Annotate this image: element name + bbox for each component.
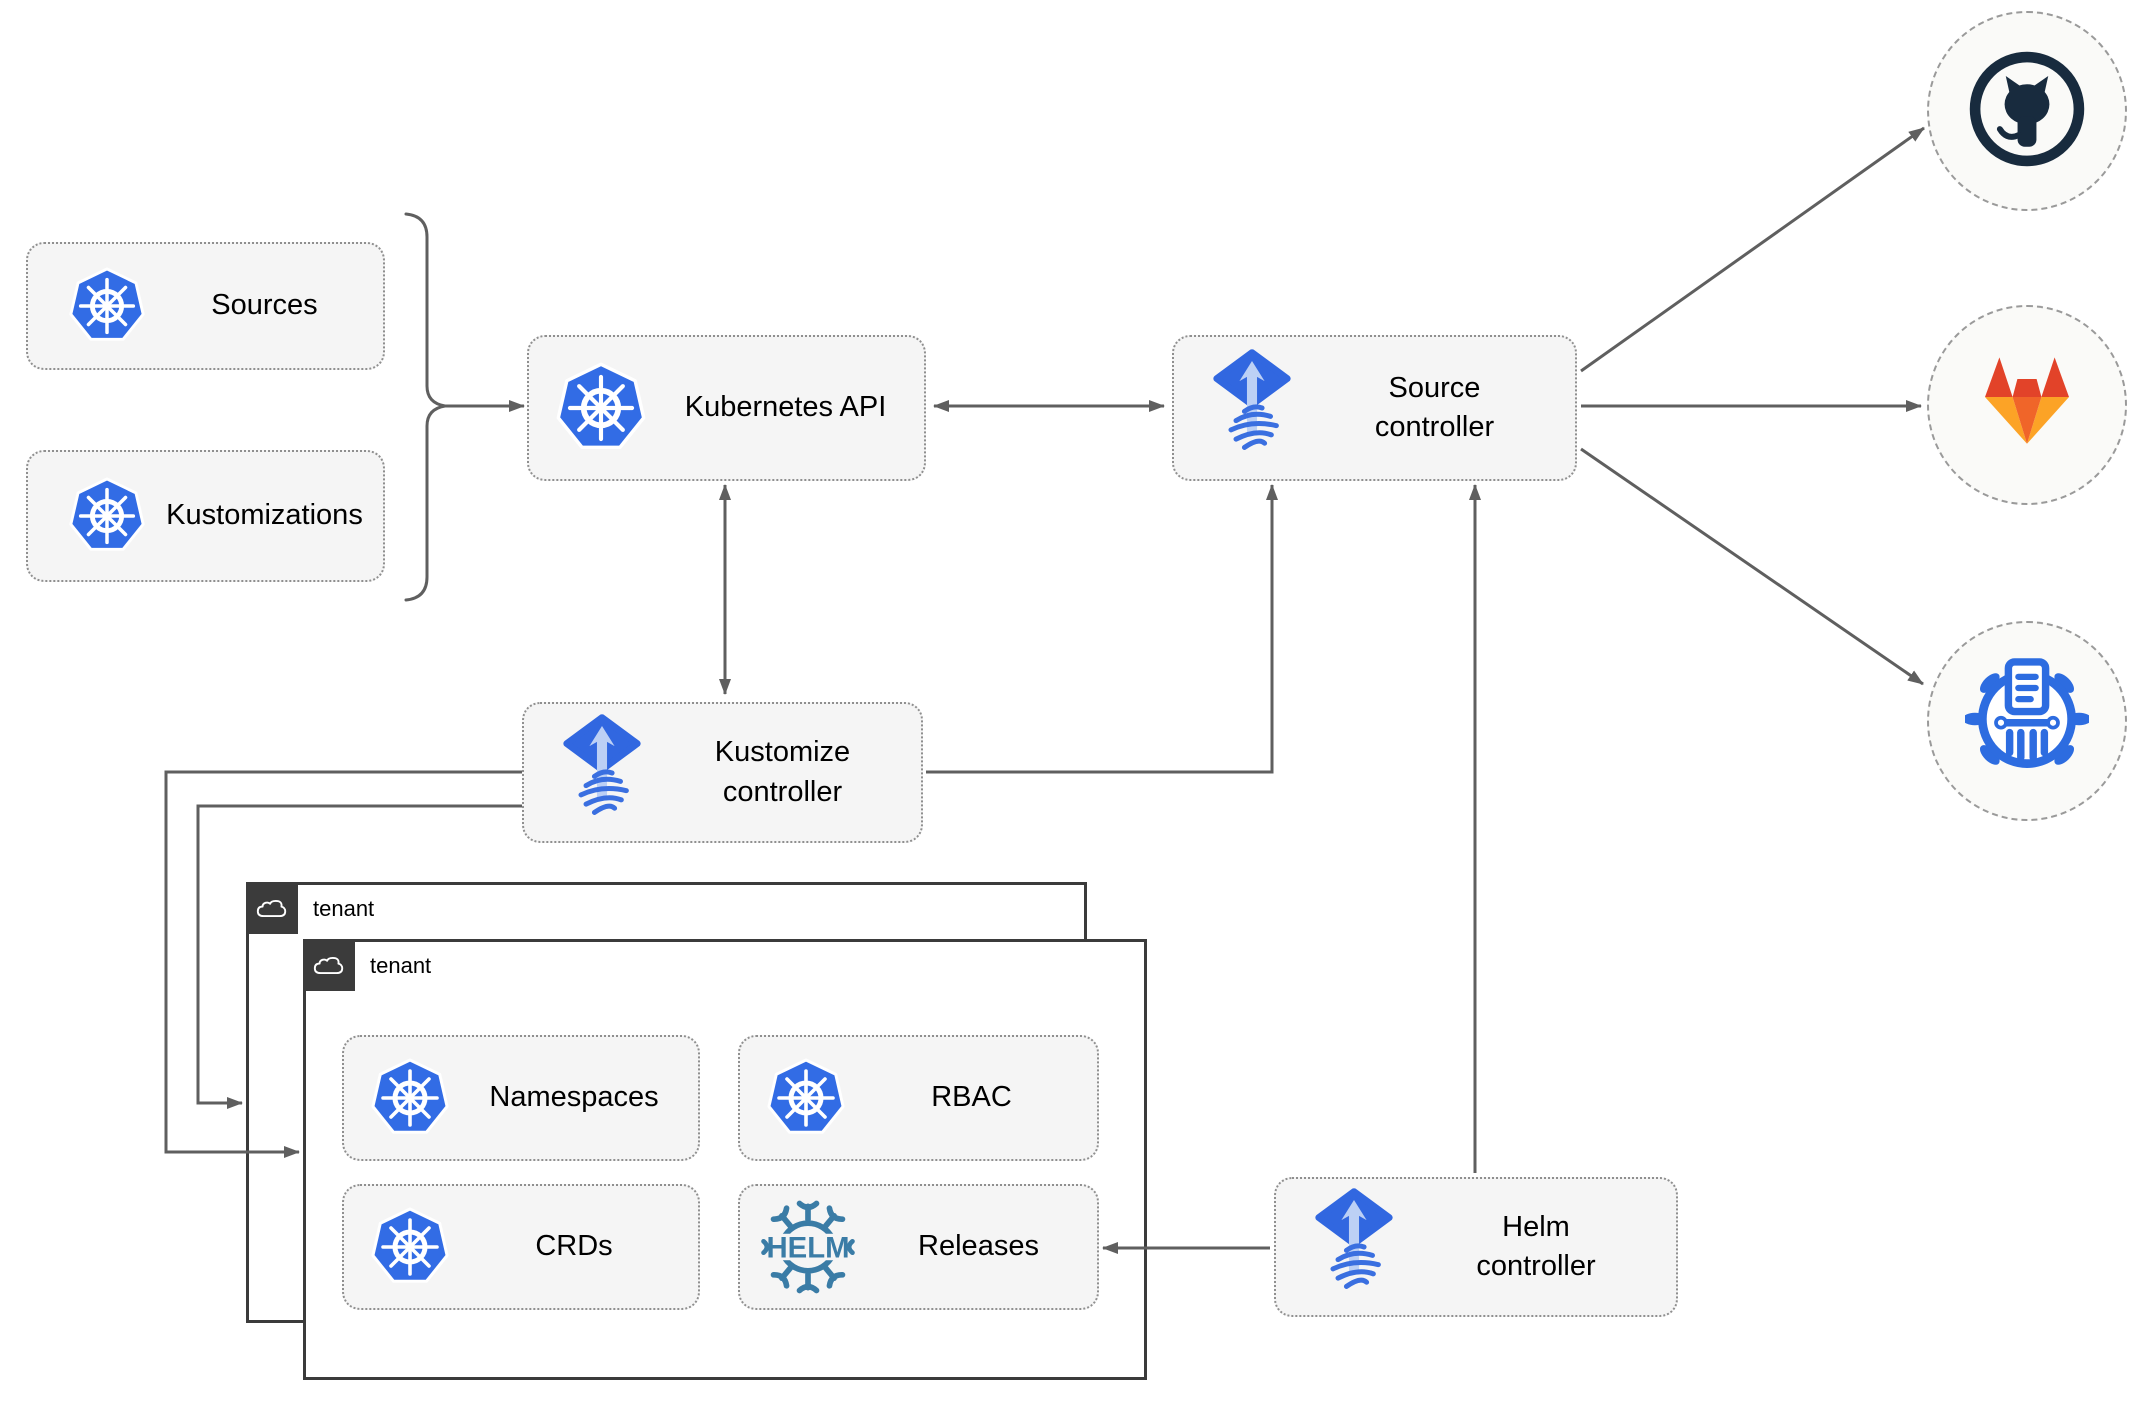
- helm-logo-icon: HELM: [756, 1195, 860, 1299]
- chartmuseum-icon: [1962, 657, 2092, 786]
- arrow-source-to-github: [1580, 126, 1925, 373]
- node-rbac: RBAC: [738, 1035, 1099, 1161]
- kubernetes-icon: [68, 477, 146, 555]
- kubernetes-icon: [370, 1207, 450, 1287]
- flux-icon: [1312, 1188, 1396, 1306]
- brace-connector: [404, 212, 446, 602]
- cloud-icon: [303, 939, 355, 991]
- node-kustomize-controller: Kustomize controller: [522, 702, 923, 843]
- node-label: Kustomizations: [166, 499, 363, 532]
- helm-wordmark: HELM: [767, 1231, 850, 1264]
- kubernetes-icon: [370, 1058, 450, 1138]
- node-label: Kubernetes API: [684, 391, 887, 424]
- node-releases: HELM Releases: [738, 1184, 1099, 1310]
- node-namespaces: Namespaces: [342, 1035, 700, 1161]
- node-label: Source controller: [1374, 371, 1495, 443]
- tenant-label: tenant: [370, 953, 432, 978]
- node-label: Namespaces: [489, 1081, 659, 1114]
- github-icon: [1968, 50, 2086, 173]
- node-label: Helm controller: [1476, 1210, 1596, 1282]
- node-kustomizations: Kustomizations: [26, 450, 385, 582]
- node-label: RBAC: [931, 1081, 1012, 1114]
- node-sources: Sources: [26, 242, 385, 370]
- arrow-kustomize-to-source: [926, 484, 1278, 774]
- arrow-source-to-chartmuseum: [1580, 447, 1924, 686]
- node-label: Releases: [918, 1230, 1039, 1263]
- node-label: Sources: [211, 289, 318, 322]
- node-label: CRDs: [535, 1230, 613, 1263]
- flux-icon: [1210, 349, 1294, 467]
- cloud-icon: [246, 882, 298, 934]
- node-crds: CRDs: [342, 1184, 700, 1310]
- flux-icon: [560, 714, 644, 832]
- chartmuseum-endpoint: [1927, 621, 2127, 821]
- node-label: Kustomize controller: [714, 736, 851, 808]
- node-source-controller: Source controller: [1172, 335, 1577, 481]
- node-kubernetes-api: Kubernetes API: [527, 335, 926, 481]
- github-endpoint: [1927, 11, 2127, 211]
- kubernetes-icon: [555, 362, 647, 454]
- node-helm-controller: Helm controller: [1274, 1177, 1678, 1317]
- gitlab-icon: [1967, 343, 2087, 468]
- kubernetes-icon: [766, 1058, 846, 1138]
- tenant-label: tenant: [313, 896, 375, 921]
- kubernetes-icon: [68, 267, 146, 345]
- gitlab-endpoint: [1927, 305, 2127, 505]
